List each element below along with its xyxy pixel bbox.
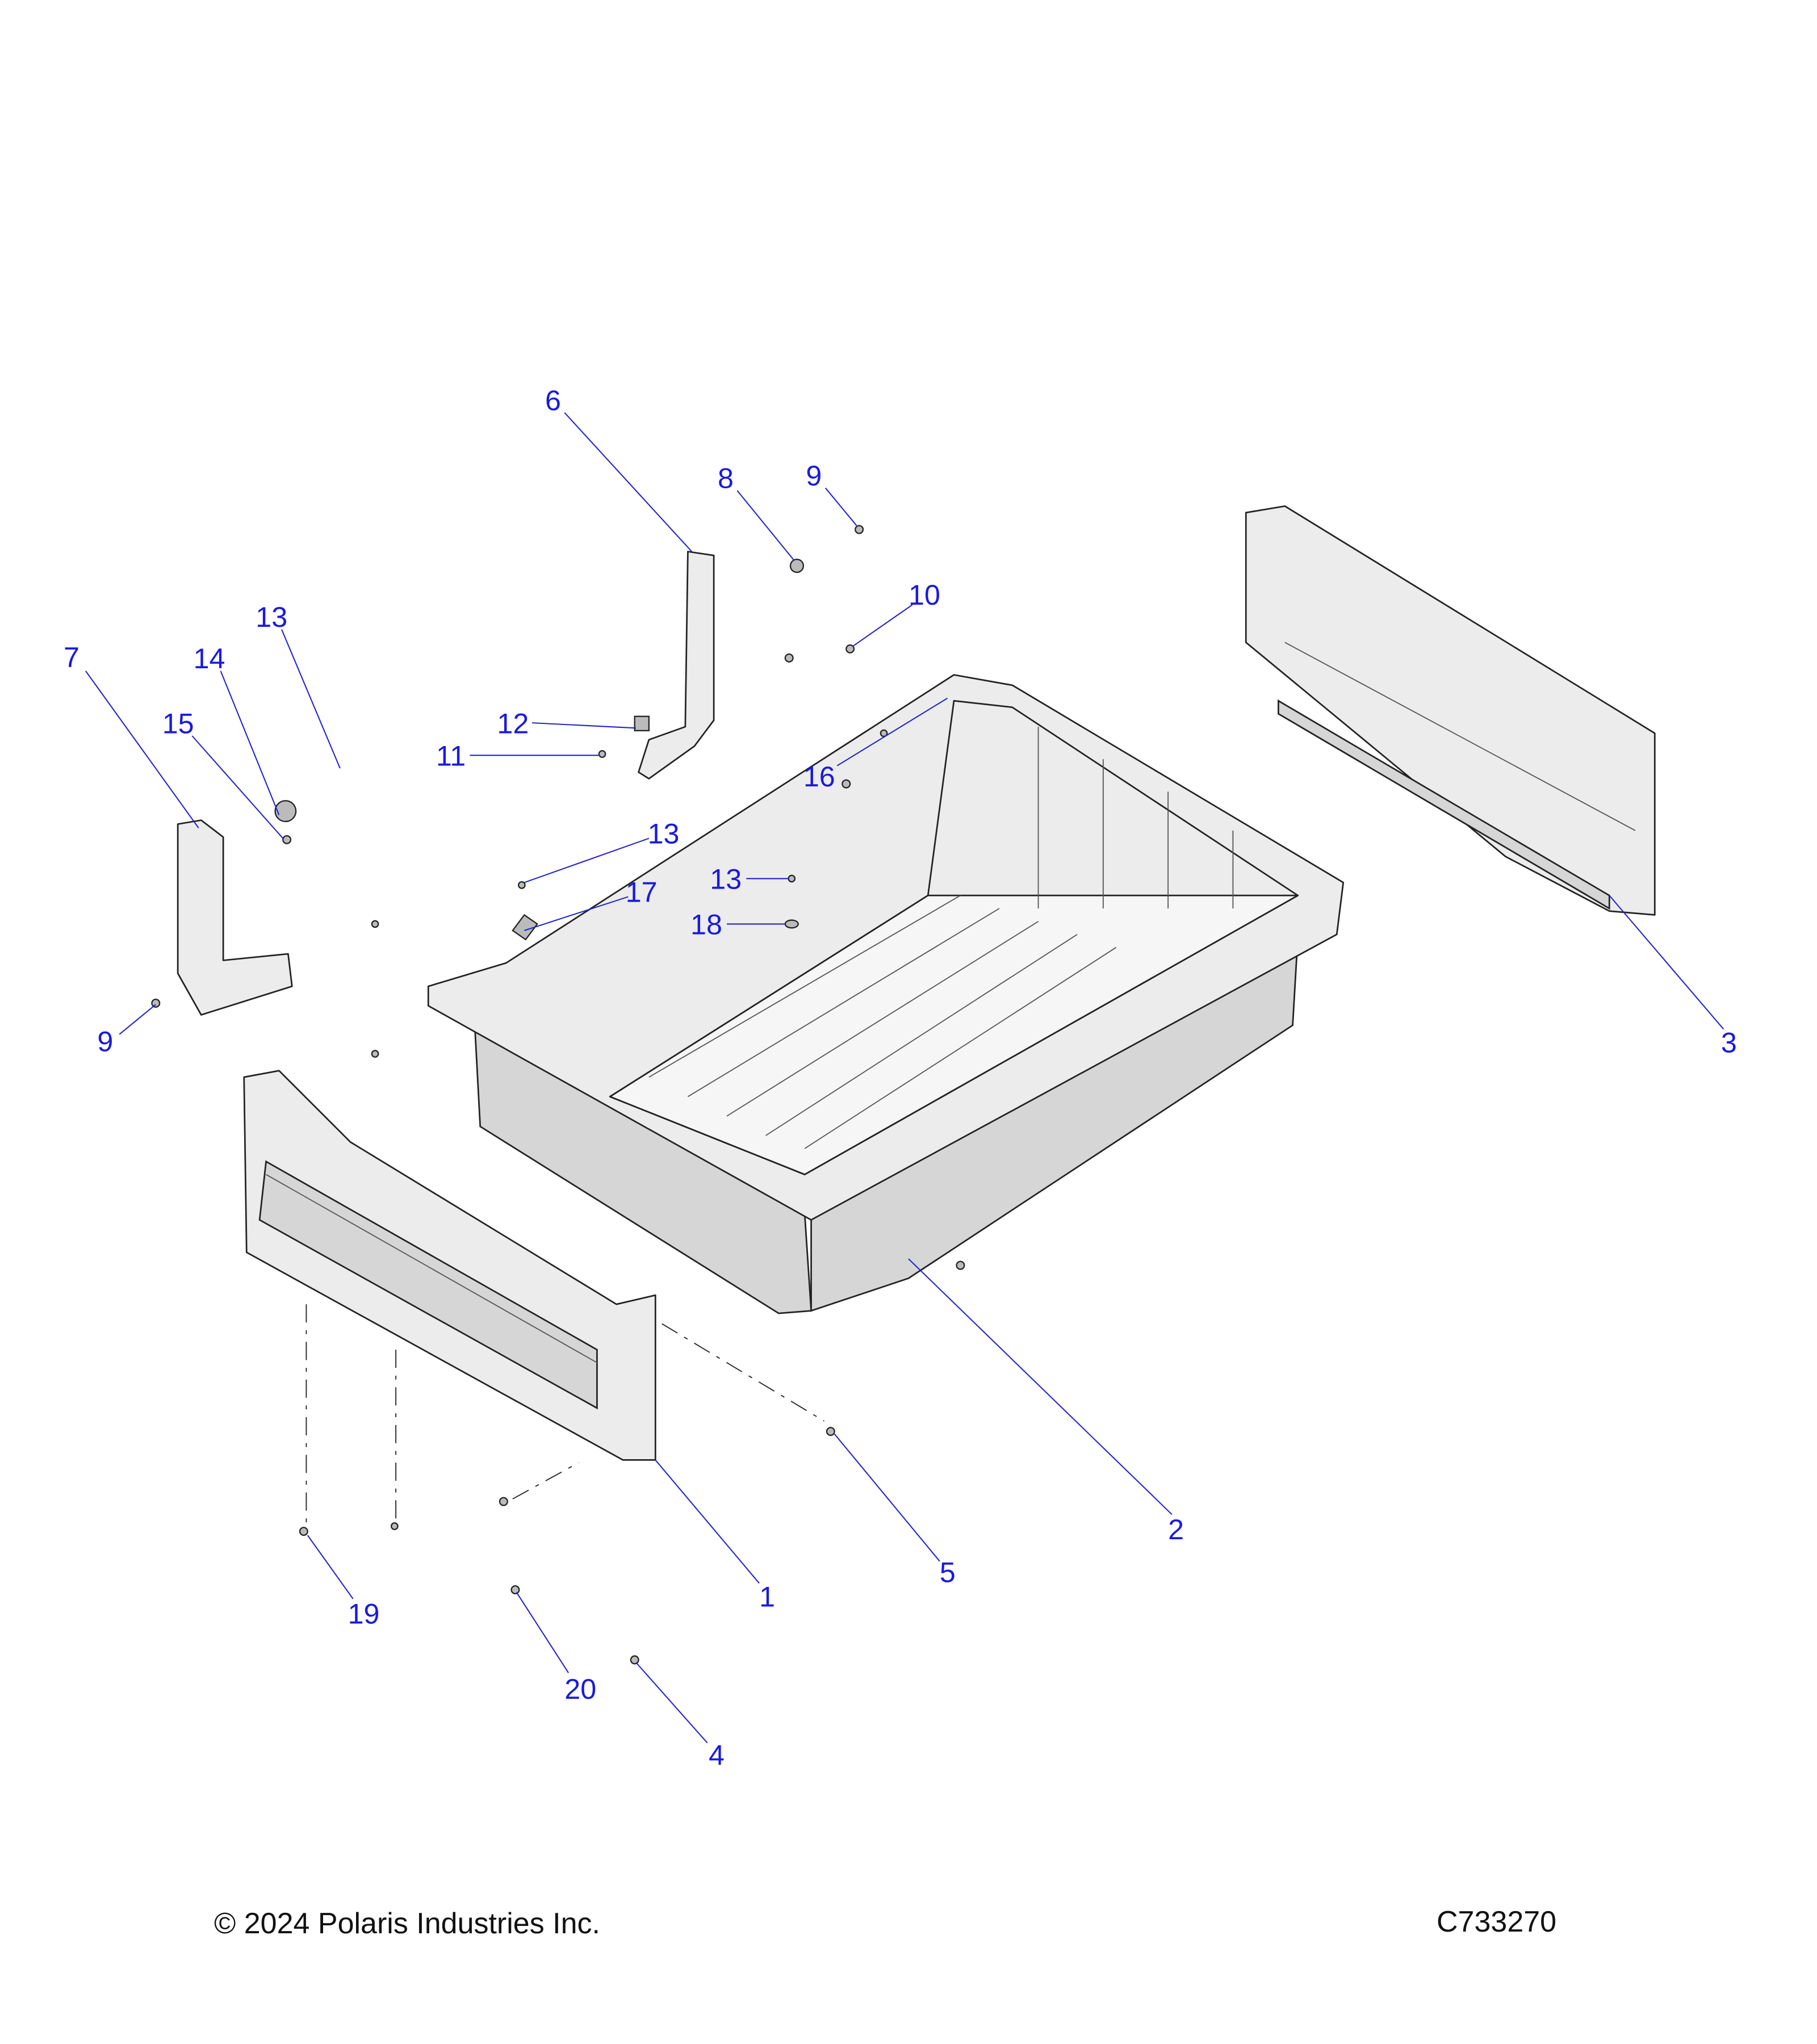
callout-18: 18 <box>690 908 722 941</box>
callout-11: 11 <box>436 740 466 772</box>
copyright-notice: © 2024 Polaris Industries Inc. <box>214 1907 600 1940</box>
callout-7: 7 <box>64 641 79 673</box>
callout-13: 13 <box>648 818 680 850</box>
callout-6: 6 <box>545 384 561 416</box>
cargo-box-tub <box>427 674 1345 1314</box>
callouts: 6 8 9 10 13 14 7 15 12 11 16 13 17 13 18… <box>64 384 1737 1771</box>
callout-1: 1 <box>759 1581 775 1613</box>
callout-17: 17 <box>626 876 658 908</box>
callout-15: 15 <box>162 707 194 739</box>
callout-10: 10 <box>909 579 940 611</box>
callout-9: 9 <box>97 1025 113 1057</box>
leader-lines <box>85 412 1724 1744</box>
callout-19: 19 <box>348 1597 380 1630</box>
callout-2: 2 <box>1168 1513 1184 1545</box>
callout-16: 16 <box>803 760 835 793</box>
callout-9: 9 <box>806 459 822 492</box>
tailgate <box>243 1070 656 1461</box>
side-panel <box>1245 505 1656 916</box>
callout-4: 4 <box>709 1739 725 1771</box>
callout-13: 13 <box>710 863 742 895</box>
callout-13: 13 <box>256 601 287 633</box>
callout-3: 3 <box>1721 1027 1737 1059</box>
callout-20: 20 <box>564 1673 596 1705</box>
callout-8: 8 <box>718 462 734 494</box>
callout-5: 5 <box>940 1556 956 1588</box>
assembly-lines <box>305 1304 824 1525</box>
callout-12: 12 <box>497 707 529 739</box>
drawing-number: C733270 <box>1437 1905 1557 1938</box>
bracket-right <box>638 551 715 780</box>
callout-14: 14 <box>194 642 225 675</box>
bracket-left <box>177 819 293 1016</box>
